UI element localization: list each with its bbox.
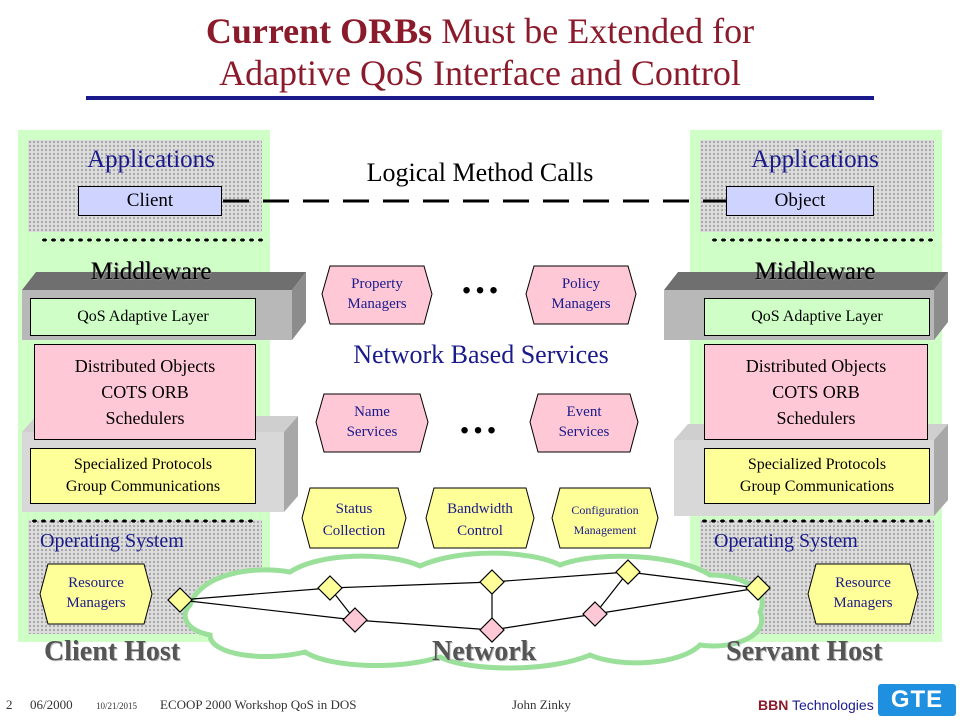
hex-line: Services (346, 424, 398, 440)
orb-line: COTS ORB (772, 382, 860, 402)
hex-line: Name (354, 404, 390, 420)
router-diamond (615, 559, 641, 585)
hex-line: Control (457, 523, 503, 539)
policy-managers-text: Policy Managers (530, 274, 632, 314)
client-resource-managers-text: Resource Managers (44, 573, 148, 613)
property-managers-text: Property Managers (326, 274, 428, 314)
footer-author: John Zinky (512, 697, 571, 712)
title-rest: Must be Extended for (432, 11, 755, 51)
protocols-line: Specialized Protocols (73, 456, 213, 473)
network-based-services-label: Network Based Services (353, 340, 609, 369)
configuration-management-hex (551, 487, 659, 549)
router-diamond (582, 601, 608, 627)
hex-line: Property (351, 276, 403, 292)
event-services-hex (529, 393, 639, 453)
ellipsis-top: … (460, 257, 500, 302)
orb-line: Schedulers (105, 408, 185, 428)
orb-line: Schedulers (776, 408, 856, 428)
hex-line: Bandwidth (447, 501, 513, 517)
client-middleware-label: Middleware (90, 258, 212, 285)
hex-line: Managers (66, 595, 126, 611)
footer-event: ECOOP 2000 Workshop QoS in DOS (160, 697, 357, 712)
client-protocols-box: Specialized Protocols Group Communicatio… (30, 448, 256, 504)
router-diamond (167, 587, 193, 613)
hex-line: Managers (347, 296, 407, 312)
bandwidth-control-hex (425, 487, 535, 549)
logical-method-calls-label: Logical Method Calls (366, 158, 594, 187)
servant-resource-managers-hex (807, 563, 919, 625)
gte-logo: GTE (878, 684, 956, 716)
footer-date: 06/2000 (30, 697, 73, 712)
name-services-hex (315, 393, 429, 453)
client-orb-box: Distributed Objects COTS ORB Schedulers (34, 344, 256, 440)
orb-line: Distributed Objects (74, 356, 216, 376)
hex-line: Services (558, 424, 610, 440)
property-managers-hex (321, 265, 433, 325)
slide-title: Current ORBs Must be Extended for Adapti… (80, 10, 880, 94)
orb-line: COTS ORB (101, 382, 189, 402)
status-collection-text: Status Collection (306, 498, 402, 542)
orb-line: Distributed Objects (745, 356, 887, 376)
name-services-text: Name Services (320, 402, 424, 442)
client-resource-managers-hex (39, 563, 153, 625)
client-box: Client (78, 186, 222, 216)
event-services-text: Event Services (534, 402, 634, 442)
footer-company: BBN Technologies (758, 697, 874, 713)
servant-middleware-label: Middleware (754, 258, 876, 285)
bandwidth-control-text: Bandwidth Control (430, 498, 530, 542)
hex-line: Policy (561, 276, 601, 292)
network-label: Network (432, 636, 537, 667)
hex-line: Status (335, 501, 373, 517)
hex-line: Resource (68, 575, 124, 591)
hex-line: Managers (833, 595, 893, 611)
router-diamond (745, 575, 771, 601)
ellipsis-middle: … (458, 397, 498, 442)
router-diamond (317, 575, 343, 601)
servant-app-separator (710, 237, 935, 243)
router-diamond (479, 569, 505, 595)
hex-line: Collection (322, 523, 386, 539)
protocols-line: Specialized Protocols (747, 456, 887, 473)
protocols-line: Group Communications (65, 478, 221, 495)
servant-protocols-box: Specialized Protocols Group Communicatio… (704, 448, 930, 504)
servant-orb-box: Distributed Objects COTS ORB Schedulers (704, 344, 928, 440)
servant-os-separator (700, 518, 930, 524)
client-os-label: Operating System (40, 530, 184, 552)
company-bold: BBN (758, 697, 789, 713)
client-applications-label: Applications (87, 146, 215, 173)
router-diamond (342, 607, 368, 633)
footer-small-date: 10/21/2015 (96, 701, 138, 711)
client-host-label: Client Host (44, 636, 181, 667)
client-qos-adaptive-layer: QoS Adaptive Layer (30, 298, 256, 336)
servant-qos-adaptive-layer: QoS Adaptive Layer (704, 298, 930, 336)
hex-line: Management (573, 523, 637, 537)
configuration-management-text: Configuration Management (554, 500, 656, 540)
title-line-2: Adaptive QoS Interface and Control (219, 53, 741, 93)
hex-line: Managers (551, 296, 611, 312)
protocols-line: Group Communications (739, 478, 895, 495)
slide-number: 2 (6, 697, 13, 712)
title-line-1: Current ORBs Must be Extended for (80, 10, 880, 52)
gte-logo-text: GTE (890, 686, 944, 713)
hex-line: Event (566, 404, 602, 420)
client-os-separator (30, 518, 255, 524)
servant-resource-managers-text: Resource Managers (812, 573, 914, 613)
object-box: Object (726, 186, 874, 216)
title-bold: Current ORBs (205, 11, 433, 51)
servant-applications-label: Applications (751, 146, 879, 173)
status-collection-hex (301, 487, 407, 549)
policy-managers-hex (525, 265, 637, 325)
servant-os-label: Operating System (714, 530, 858, 552)
servant-host-label: Servant Host (726, 636, 883, 667)
title-underline (86, 96, 874, 100)
router-diamond (479, 617, 505, 643)
client-app-area (28, 140, 262, 232)
hex-line: Resource (835, 575, 891, 591)
hex-line: Configuration (571, 503, 639, 517)
client-app-separator (40, 237, 265, 243)
company-rest: Technologies (788, 697, 874, 713)
